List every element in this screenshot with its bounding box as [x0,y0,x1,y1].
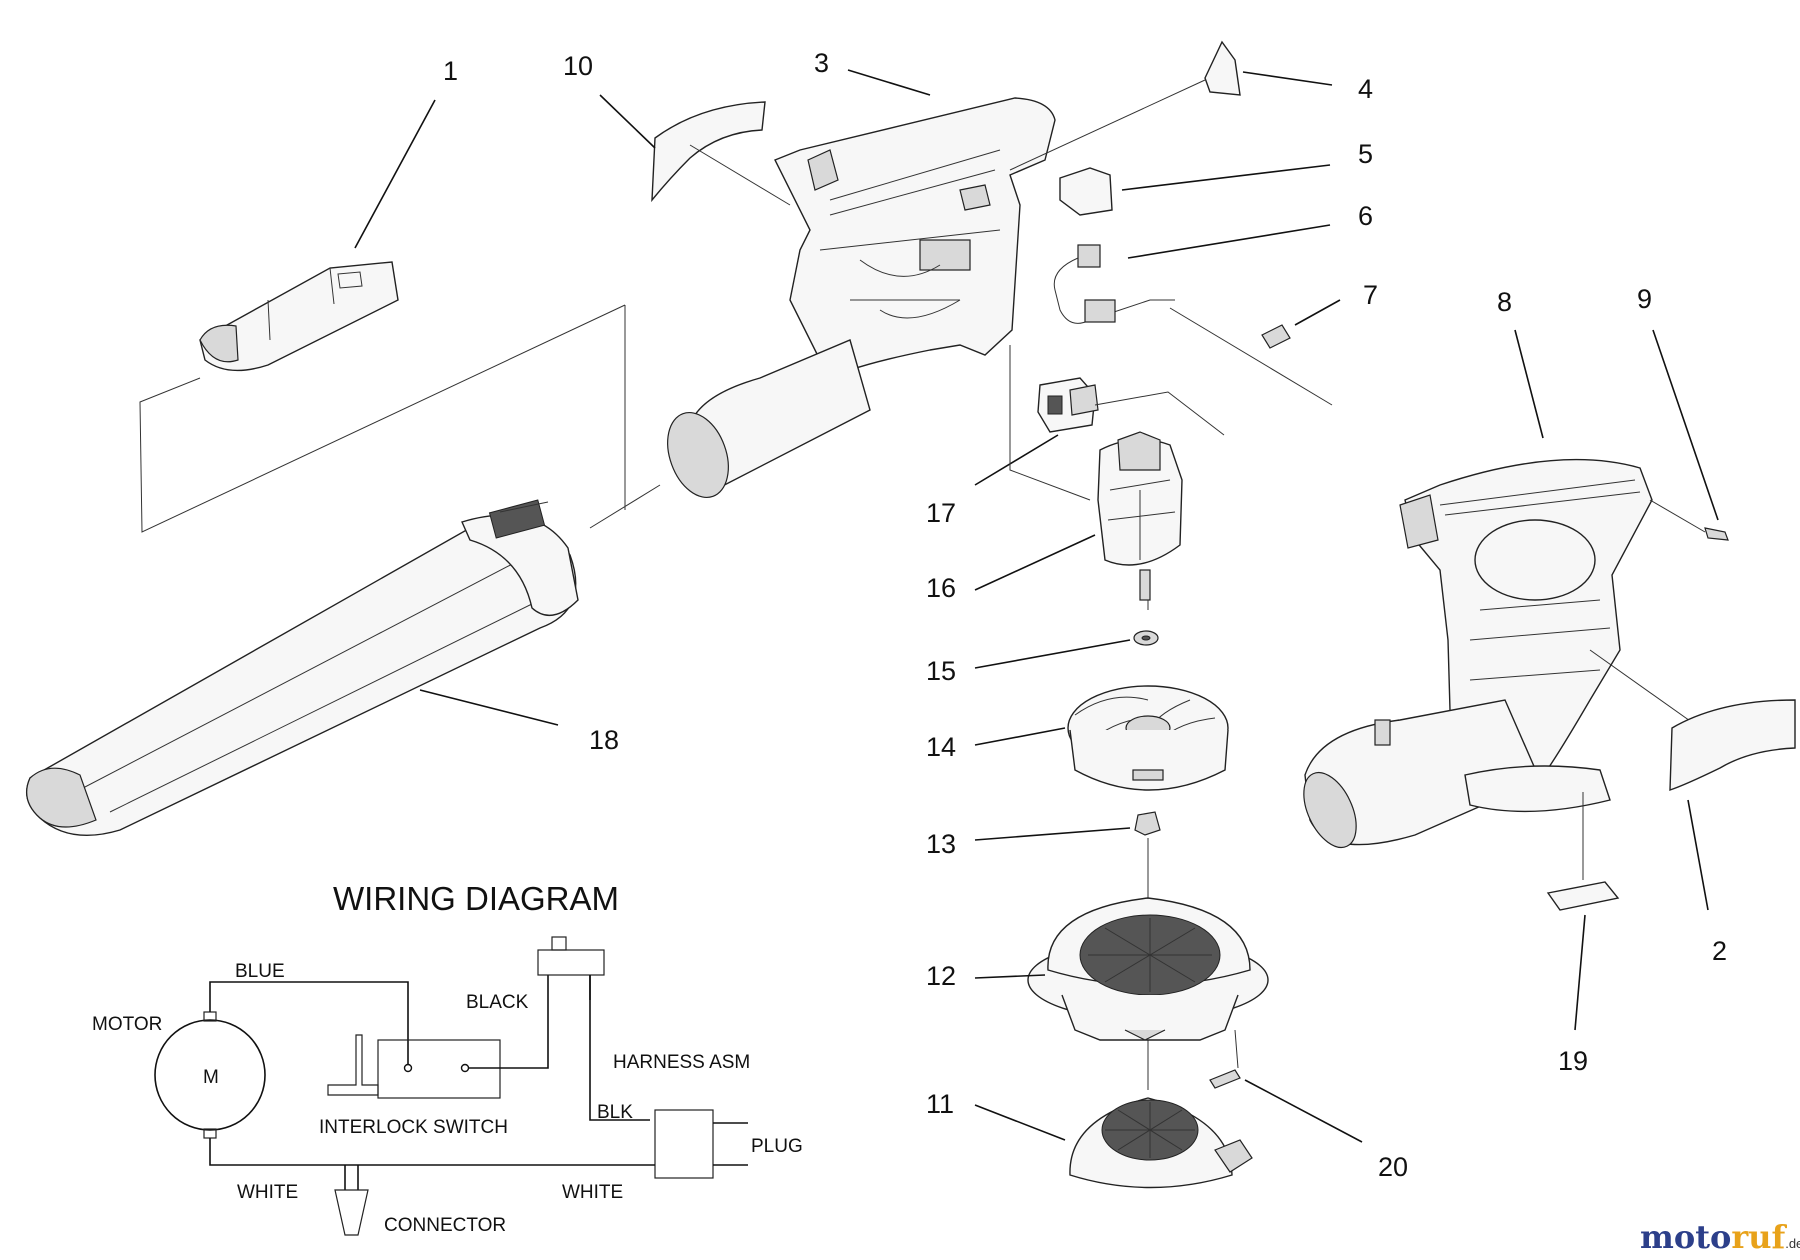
leader-13 [974,827,1131,841]
white-label-left: WHITE [237,1182,298,1203]
callout-10: 10 [563,51,593,81]
harness-label: HARNESS ASM [613,1052,750,1073]
leader-2 [1687,799,1709,911]
callout-4: 4 [1358,74,1373,104]
callout-1: 1 [443,56,458,86]
callout-11: 11 [926,1089,954,1119]
guide-line-9 [1649,499,1706,533]
part-20-plate [1209,1069,1241,1089]
callout-14: 14 [926,732,956,762]
leader-16 [974,534,1096,591]
wiring-title: WIRING DIAGRAM [333,880,619,917]
part-14-impeller [1067,685,1229,791]
part-19-label [1546,881,1620,911]
brand-watermark: motoruf.de [1640,1218,1800,1256]
leader-10 [599,94,656,149]
callout-17: 17 [926,498,956,528]
plug-box [654,1109,714,1179]
callout-7: 7 [1363,280,1378,310]
interlock-label: INTERLOCK SWITCH [319,1117,508,1138]
callout-9: 9 [1637,284,1652,314]
callout-16: 16 [926,573,956,603]
leader-9 [1652,329,1719,521]
guide-line-18 [589,484,661,529]
black-wire [469,975,549,1069]
part-17-harness-connector [1037,377,1099,433]
plug-label: PLUG [751,1136,803,1157]
motor-letter: M [203,1067,219,1088]
part-16-motor [1097,431,1183,601]
leader-19 [1574,914,1586,1031]
leader-11 [974,1104,1066,1141]
leader-18 [419,689,559,726]
part-3-housing-left [667,97,1056,499]
leader-1 [354,99,436,249]
blue-wire [209,981,409,1068]
part-18-blower-tube [26,499,579,836]
leader-3 [847,69,931,96]
part-9-screw [1704,527,1729,541]
leader-5 [1121,164,1331,191]
part-10-decal [651,101,766,203]
leader-4 [1242,71,1333,86]
part-15-washer [1133,630,1159,646]
leader-15 [974,639,1131,669]
leader-12 [974,974,1046,979]
guide-line-1 [139,304,626,533]
white-wire [209,1138,655,1166]
part-13-nut [1134,811,1161,836]
guide-line-7 [1169,307,1333,406]
guide-line-10 [689,144,791,206]
white-label-right: WHITE [562,1182,623,1203]
callout-13: 13 [926,829,956,859]
leader-8 [1514,329,1544,439]
part-7-screw [1261,324,1291,349]
callout-5: 5 [1358,139,1373,169]
leader-7 [1294,299,1341,326]
part-12-fan-housing [1027,897,1269,1041]
blk-wire [589,975,650,1121]
guide-line-8 [1589,649,1701,729]
connector-symbol [334,1189,369,1236]
leader-14 [974,727,1066,746]
leader-17 [974,434,1059,486]
callout-8: 8 [1497,287,1512,317]
part-11-inlet-cover [1069,1097,1253,1189]
wiring-diagram: WIRING DIAGRAM M MOTOR BLUE INTERLOCK SW… [92,880,803,1236]
connector-label: CONNECTOR [384,1215,506,1236]
interlock-switch-box [377,1039,501,1099]
callout-20: 20 [1378,1152,1408,1182]
leader-6 [1127,224,1331,259]
callout-19: 19 [1558,1046,1588,1076]
part-1-nozzle-insert [199,261,399,372]
motor-symbol [154,1019,266,1131]
harness-connector [537,949,605,976]
callout-18: 18 [589,725,619,755]
part-8-housing-right [1303,458,1653,849]
leader-20 [1244,1079,1363,1143]
guide-line-4 [1009,79,1206,171]
blk-label: BLK [597,1102,633,1123]
callout-12: 12 [926,961,956,991]
part-4-cone [1204,40,1241,96]
callout-2: 2 [1712,936,1727,966]
guide-line-17b [1009,345,1091,501]
callout-15: 15 [926,656,956,686]
blue-label: BLUE [235,961,285,982]
callout-3: 3 [814,48,829,78]
part-6-interlock-switch [1053,244,1175,324]
motor-label: MOTOR [92,1014,162,1035]
part-5-bracket [1059,167,1113,216]
guide-line-17 [1094,391,1225,436]
part-2-decal [1669,699,1796,791]
callout-6: 6 [1358,201,1373,231]
guide-line-20 [1234,1029,1239,1069]
black-label: BLACK [466,992,529,1013]
